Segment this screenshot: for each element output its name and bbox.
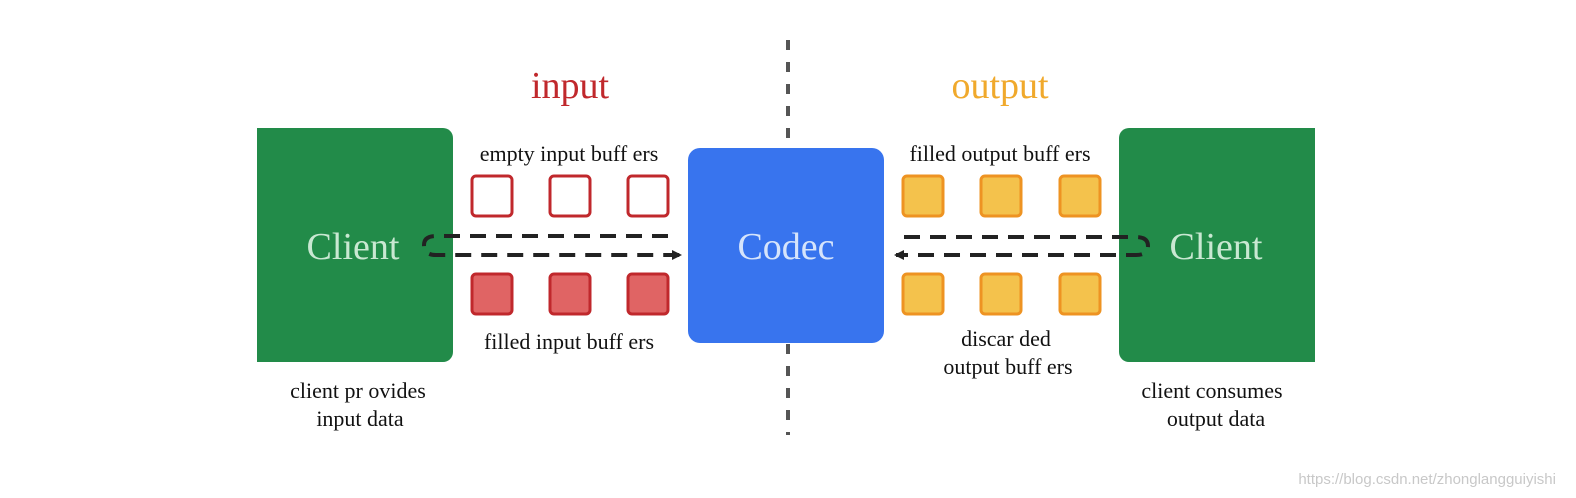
filled-input-buffer (470, 272, 514, 316)
empty-input-buffer (470, 174, 514, 218)
discarded-output-buffer (901, 272, 945, 316)
filled-input-buffer (626, 272, 670, 316)
filled-input-buffers-label: filled input buff ers (484, 329, 654, 354)
left-client-box (240, 128, 453, 362)
left-client-label: Client (307, 226, 400, 268)
input-title: input (531, 65, 610, 107)
right-client-label: Client (1170, 226, 1263, 268)
empty-input-buffer (548, 174, 592, 218)
client-provides-caption-line1: client pr ovides (290, 378, 426, 403)
right-client-box (1119, 128, 1329, 362)
empty-input-buffers-label: empty input buff ers (480, 141, 659, 166)
input-flow-arrow (421, 234, 682, 260)
client-consumes-caption-line2: output data (1167, 406, 1266, 431)
discarded-output-buffer (979, 272, 1023, 316)
output-title: output (951, 65, 1049, 107)
filled-output-buffer (979, 174, 1023, 218)
discarded-output-buffer (1058, 272, 1102, 316)
filled-output-buffers-label: filled output buff ers (909, 141, 1090, 166)
filled-output-buffer (901, 174, 945, 218)
watermark: https://blog.csdn.net/zhonglangguiyishi (1298, 471, 1556, 488)
client-provides-caption-line2: input data (316, 406, 404, 431)
empty-input-buffer (626, 174, 670, 218)
filled-output-buffer (1058, 174, 1102, 218)
output-flow-arrow (894, 235, 1151, 260)
discarded-output-buffers-label-line1: discar ded (961, 326, 1051, 351)
client-consumes-caption-line1: client consumes (1141, 378, 1282, 403)
discarded-output-buffers-label-line2: output buff ers (943, 354, 1072, 379)
codec-box (688, 148, 884, 343)
filled-input-buffer (548, 272, 592, 316)
codec-label: Codec (737, 226, 834, 268)
